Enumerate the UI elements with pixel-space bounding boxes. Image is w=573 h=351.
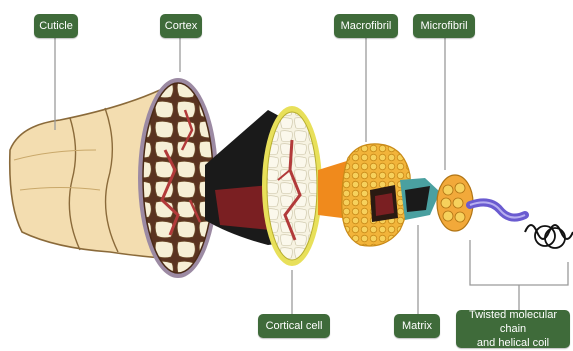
label-microfibril: Microfibril: [413, 14, 475, 38]
matrix-cone: [400, 178, 440, 220]
label-cortical-cell: Cortical cell: [258, 314, 330, 338]
label-twisted-chain: Twisted molecular chain and helical coil: [456, 310, 570, 348]
helical-coil: [470, 202, 573, 248]
label-macrofibril: Macrofibril: [334, 14, 398, 38]
label-matrix: Matrix: [394, 314, 440, 338]
label-twisted-chain-line1: Twisted molecular chain: [456, 308, 570, 336]
label-cuticle: Cuticle: [34, 14, 78, 38]
cortical-cell: [262, 106, 322, 266]
label-twisted-chain-line2: and helical coil: [477, 336, 549, 350]
macrofibril: [342, 144, 410, 246]
label-cortex: Cortex: [160, 14, 202, 38]
